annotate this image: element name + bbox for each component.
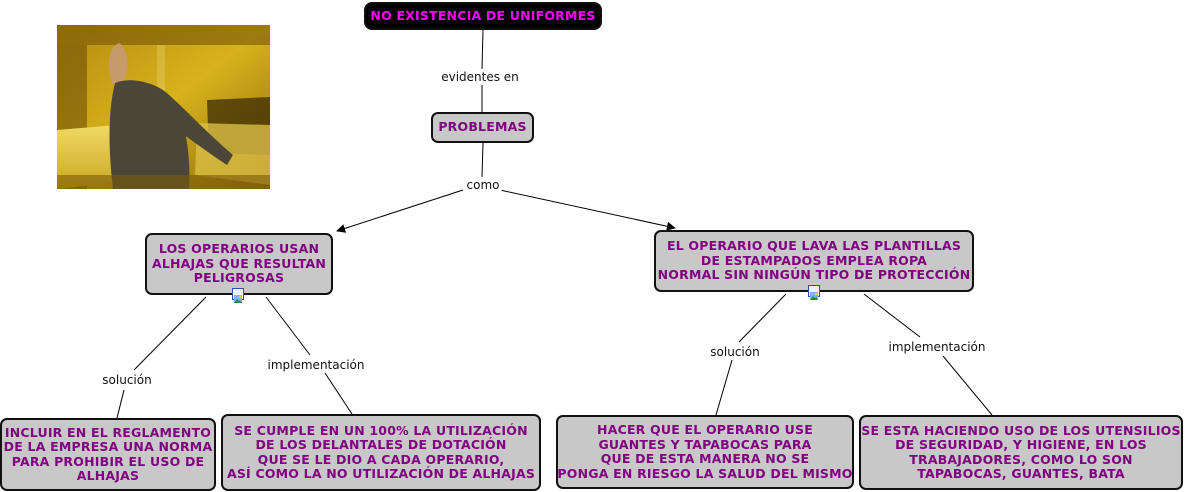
link-left-to-solucion [133, 296, 207, 371]
right-implementation-line: TRABAJADORES, COMO LO SON [909, 451, 1133, 467]
left-implementation-node[interactable]: SE CUMPLE EN UN 100% LA UTILIZACIÓN DE L… [221, 414, 541, 491]
left-implementation-line: SE CUMPLE EN UN 100% LA UTILIZACIÓN [234, 422, 528, 438]
left-problem-line: PELIGROSAS [193, 270, 285, 286]
left-problem-line: LOS OPERARIOS USAN [158, 241, 320, 257]
image-resource-icon[interactable] [808, 285, 820, 300]
left-solution-line: PARA PROHIBIR EL USO DE [11, 453, 205, 469]
right-problem-line: DE ESTAMPADOS EMPLEA ROPA [700, 252, 928, 268]
link-implementacion-to-right-impl [942, 355, 993, 416]
link-como-to-left [336, 189, 464, 233]
right-solution-line: QUE DE ESTA MANERA NO SE [600, 451, 810, 466]
link-right-to-implementacion [863, 293, 921, 338]
link-solucion-to-right-solution [715, 359, 733, 416]
left-implementation-line: DE LOS DELANTALES DE DOTACIÓN [255, 437, 507, 452]
right-solution-line: PONGA EN RIESGO LA SALUD DEL MISMO [557, 465, 853, 481]
operator-photo [57, 25, 270, 189]
link-root-to-label [481, 29, 484, 70]
right-solution-line: GUANTES Y TAPABOCAS PARA [598, 436, 812, 452]
right-implementation-line: TAPABOCAS, GUANTES, BATA [917, 466, 1125, 481]
right-problem-line: EL OPERARIO QUE LAVA LAS PLANTILLAS [666, 238, 962, 254]
problems-node[interactable]: PROBLEMAS [431, 112, 534, 143]
left-solution-line: ALHAJAS [76, 468, 140, 483]
root-concept-node[interactable]: NO EXISTENCIA DE UNIFORMES [364, 2, 602, 30]
root-concept-text: NO EXISTENCIA DE UNIFORMES [370, 7, 596, 23]
right-implementation-node[interactable]: SE ESTA HACIENDO USO DE LOS UTENSILIOS D… [859, 415, 1183, 490]
link-left-to-implementacion [265, 296, 311, 356]
link-label-left-implementacion: implementación [265, 358, 367, 372]
right-implementation-line: DE SEGURIDAD, Y HIGIENE, EN LOS [895, 437, 1147, 452]
problems-text: PROBLEMAS [438, 119, 527, 135]
left-problem-line: ALHAJAS QUE RESULTAN [151, 255, 327, 271]
left-solution-line: DE LA EMPRESA UNA NORMA [3, 439, 213, 454]
left-implementation-line: QUE SE LE DIO A CADA OPERARIO, [257, 451, 505, 467]
right-solution-node[interactable]: HACER QUE EL OPERARIO USE GUANTES Y TAPA… [556, 415, 854, 489]
right-problem-line: NORMAL SIN NINGÚN TIPO DE PROTECCIÓN [657, 267, 971, 283]
link-label-left-solucion: solución [100, 373, 154, 387]
left-solution-line: INCLUIR EN EL REGLAMENTO [4, 424, 212, 440]
left-solution-node[interactable]: INCLUIR EN EL REGLAMENTO DE LA EMPRESA U… [0, 418, 216, 491]
right-implementation-line: SE ESTA HACIENDO USO DE LOS UTENSILIOS [861, 422, 1181, 438]
link-label-right-solucion: solución [708, 345, 762, 359]
left-problem-node[interactable]: LOS OPERARIOS USAN ALHAJAS QUE RESULTAN … [145, 233, 333, 295]
link-problems-to-como [481, 142, 484, 178]
link-label-right-implementacion: implementación [886, 340, 988, 354]
link-implementacion-to-left-impl [324, 372, 353, 415]
link-label-evidentes-en: evidentes en [439, 70, 521, 84]
link-como-to-right [499, 189, 676, 231]
link-right-to-solucion [738, 293, 787, 343]
link-label-como: como [464, 178, 502, 192]
link-solucion-to-left-solution [116, 389, 125, 419]
right-solution-line: HACER QUE EL OPERARIO USE [597, 422, 813, 437]
right-problem-node[interactable]: EL OPERARIO QUE LAVA LAS PLANTILLAS DE E… [654, 230, 974, 292]
image-resource-icon[interactable] [232, 288, 244, 303]
left-implementation-line: ASÍ COMO LA NO UTILIZACIÓN DE ALHAJAS [226, 466, 536, 481]
